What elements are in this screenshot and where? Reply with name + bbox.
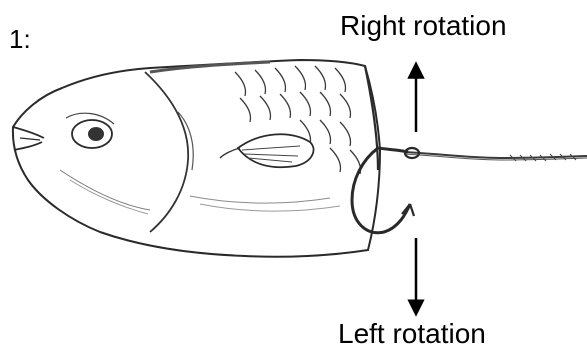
fishing-line (405, 152, 587, 161)
fish-head-bait (13, 60, 380, 257)
